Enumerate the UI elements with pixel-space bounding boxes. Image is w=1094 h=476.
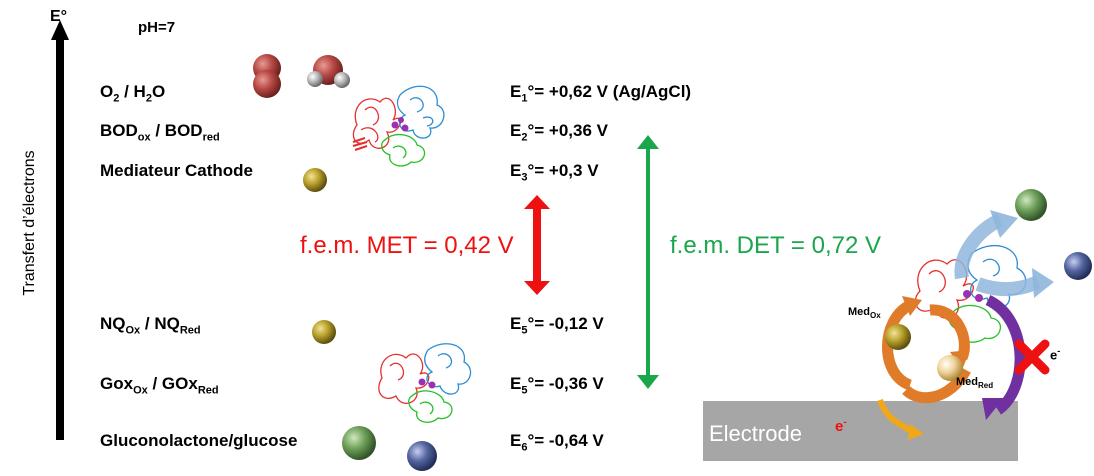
med-red-label: MedRed bbox=[956, 376, 994, 391]
mediator-cathode-sphere-icon bbox=[303, 168, 327, 192]
gluconolactone-sphere-icon bbox=[342, 426, 376, 460]
axis-side-label: Transfert d’électrons bbox=[21, 150, 38, 296]
glucose-sphere-icon bbox=[407, 441, 437, 471]
electrode-label: Electrode bbox=[709, 421, 802, 446]
emf-met-label: f.e.m. MET = 0,42 V bbox=[300, 232, 514, 259]
potential-e5-gox: E5°= -0,36 V bbox=[510, 374, 604, 397]
couple-gluconolactone-glucose: Gluconolactone/glucose bbox=[100, 431, 298, 450]
det-double-arrow bbox=[637, 135, 659, 389]
gox-enzyme-icon bbox=[378, 343, 472, 423]
potential-e6: E6°= -0,64 V bbox=[510, 431, 604, 454]
inset-arrows bbox=[877, 210, 1054, 440]
couple-nq: NQOx / NQRed bbox=[100, 314, 201, 337]
couple-o2-h2o: O2 / H2O bbox=[100, 82, 166, 105]
nq-sphere-icon bbox=[312, 320, 336, 344]
energy-axis-arrow bbox=[51, 20, 69, 440]
axis-top-label: E° bbox=[50, 8, 68, 25]
med-red-sphere-icon bbox=[937, 355, 963, 381]
substrate-blue-sphere-icon bbox=[1064, 252, 1092, 280]
electrode-block: Electrode e- bbox=[703, 401, 1018, 461]
oxygen-molecule-icon bbox=[253, 54, 281, 98]
potential-e1: E1°= +0,62 V (Ag/AgCl) bbox=[510, 82, 692, 105]
water-molecule-icon bbox=[307, 55, 350, 88]
couple-gox: GoxOx / GOxRed bbox=[100, 374, 219, 397]
couple-mediator-cathode: Mediateur Cathode bbox=[100, 161, 254, 180]
med-ox-label: MedOx bbox=[848, 306, 881, 321]
blocked-transfer-cross-icon bbox=[1014, 339, 1050, 375]
potential-e5-nq: E5°= -0,12 V bbox=[510, 314, 604, 337]
inset-enzyme-icon bbox=[914, 244, 1027, 343]
emf-det-label: f.e.m. DET = 0,72 V bbox=[670, 232, 881, 259]
blocked-electron-label: e- bbox=[1050, 346, 1061, 363]
met-double-arrow bbox=[524, 195, 550, 295]
med-ox-sphere-icon bbox=[885, 324, 911, 350]
ph-label: pH=7 bbox=[138, 19, 176, 36]
electrode-electron-label: e- bbox=[835, 417, 847, 435]
potential-e2: E2°= +0,36 V bbox=[510, 121, 608, 144]
couple-bod: BODox / BODred bbox=[100, 121, 220, 144]
bod-enzyme-icon bbox=[352, 85, 445, 167]
potential-e3: E3°= +0,3 V bbox=[510, 161, 599, 184]
substrate-green-sphere-icon bbox=[1015, 189, 1047, 221]
